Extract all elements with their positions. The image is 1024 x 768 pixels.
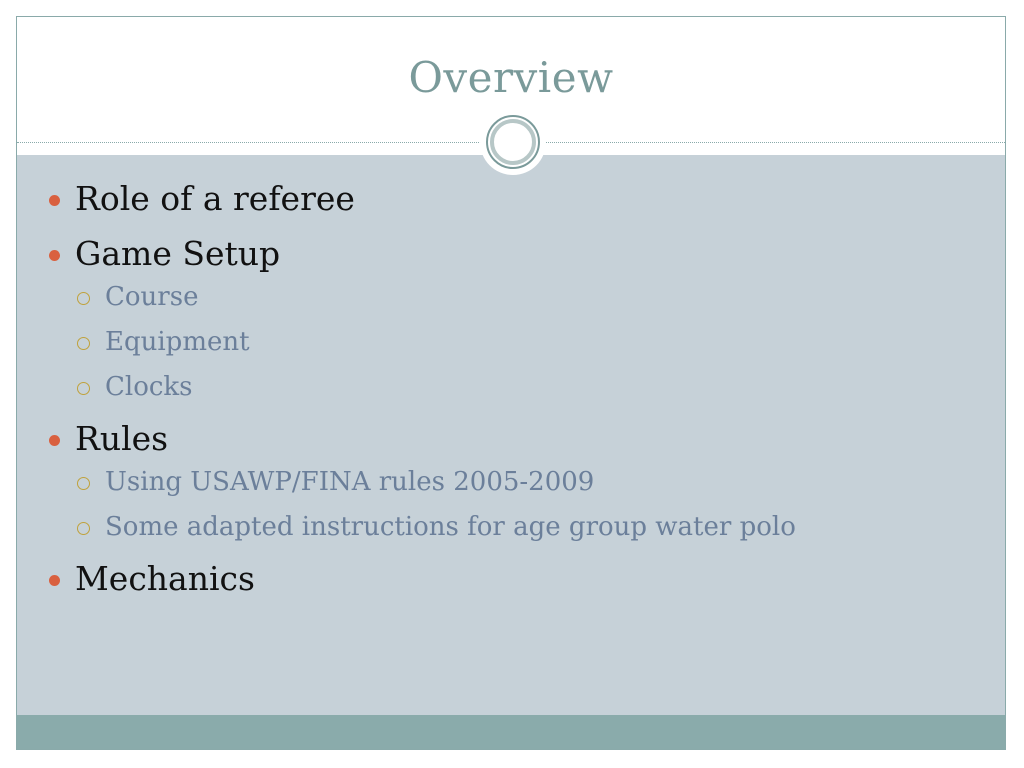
bullet-list: Role of a referee Game Setup Course Equi… [47, 179, 796, 614]
filled-circle-bullet-icon [49, 250, 60, 261]
sub-bullet-text: Clocks [105, 372, 193, 402]
filled-circle-bullet-icon [49, 195, 60, 206]
ornament-inner-ring [490, 119, 536, 165]
double-ring-ornament-icon [480, 109, 546, 175]
sub-bullet-item-equipment: Equipment [75, 325, 796, 359]
hollow-circle-bullet-icon [77, 522, 90, 535]
bullet-text: Mechanics [75, 559, 255, 598]
sub-bullet-text: Using USAWP/FINA rules 2005-2009 [105, 467, 595, 497]
bullet-item-rules: Rules Using USAWP/FINA rules 2005-2009 S… [47, 419, 796, 544]
hollow-circle-bullet-icon [77, 477, 90, 490]
sub-bullet-item-usawp-fina-rules: Using USAWP/FINA rules 2005-2009 [75, 465, 796, 499]
sub-bullet-list: Using USAWP/FINA rules 2005-2009 Some ad… [75, 465, 796, 544]
slide-title: Overview [408, 53, 614, 102]
content-area [17, 155, 1005, 715]
sub-bullet-list: Course Equipment Clocks [75, 280, 796, 404]
bullet-item-game-setup: Game Setup Course Equipment Clocks [47, 234, 796, 404]
bullet-text: Rules [75, 419, 169, 458]
sub-bullet-item-adapted-instructions: Some adapted instructions for age group … [75, 510, 796, 544]
bullet-text: Role of a referee [75, 179, 355, 218]
footer-bar [17, 715, 1005, 749]
bullet-text: Game Setup [75, 234, 281, 273]
slide: Overview Role of a referee Game Setup Co… [16, 16, 1006, 750]
hollow-circle-bullet-icon [77, 292, 90, 305]
sub-bullet-text: Some adapted instructions for age group … [105, 512, 796, 542]
hollow-circle-bullet-icon [77, 337, 90, 350]
sub-bullet-item-clocks: Clocks [75, 370, 796, 404]
sub-bullet-text: Equipment [105, 327, 250, 357]
sub-bullet-item-course: Course [75, 280, 796, 314]
bullet-item-role-of-referee: Role of a referee [47, 179, 796, 219]
ornament-outer-ring [486, 115, 540, 169]
filled-circle-bullet-icon [49, 435, 60, 446]
sub-bullet-text: Course [105, 282, 199, 312]
filled-circle-bullet-icon [49, 575, 60, 586]
hollow-circle-bullet-icon [77, 382, 90, 395]
bullet-item-mechanics: Mechanics [47, 559, 796, 599]
